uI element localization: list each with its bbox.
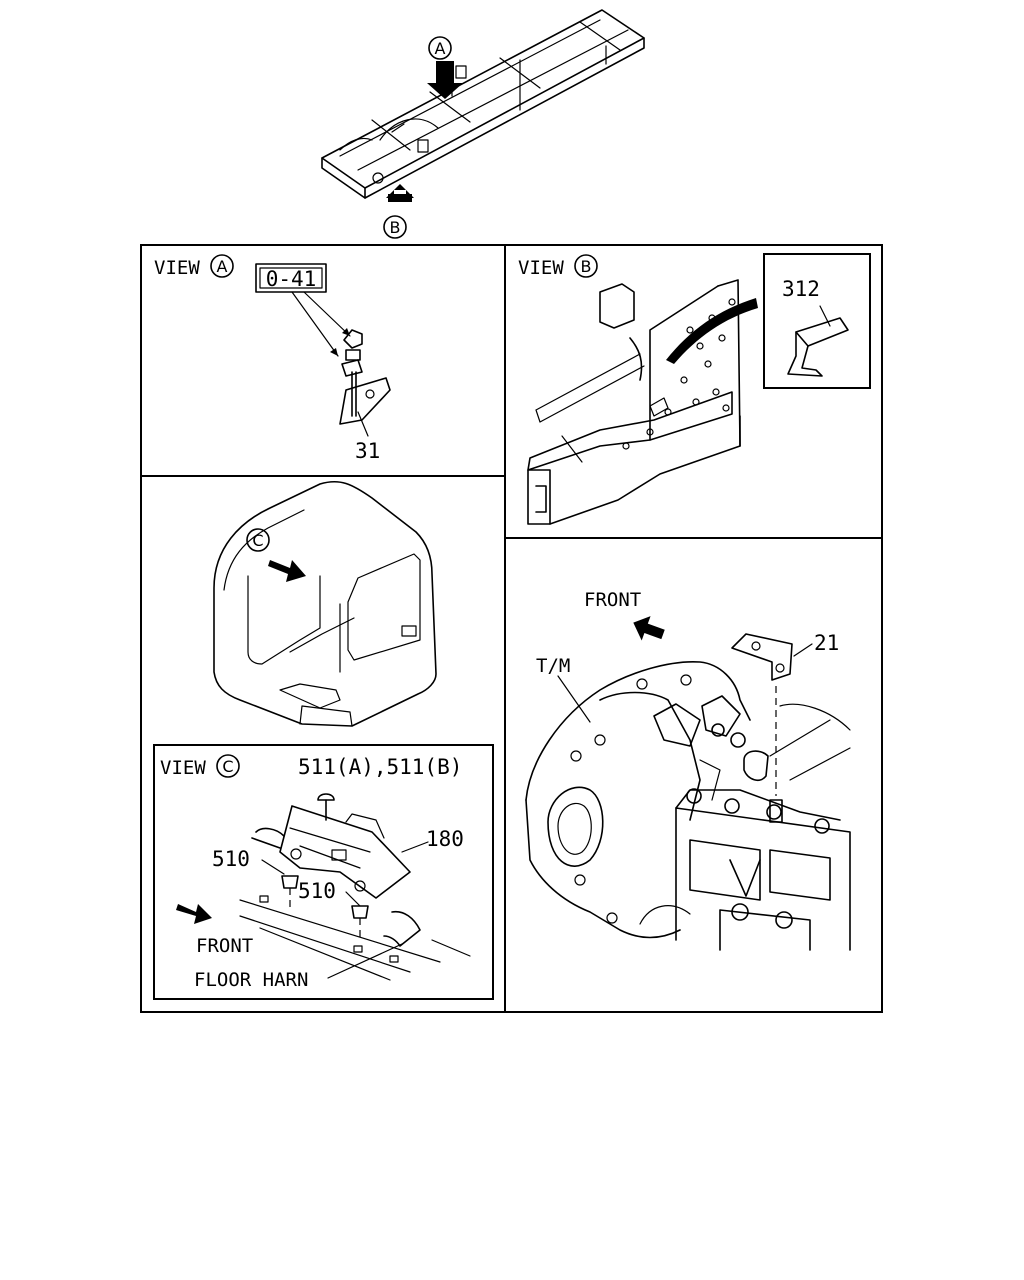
svg-text:B: B	[390, 218, 401, 237]
frame-rail-b	[527, 279, 741, 525]
view-a-callout: A	[428, 36, 452, 60]
view-b-callout: B	[383, 215, 407, 239]
bracket-312	[787, 317, 849, 377]
svg-text:A: A	[435, 39, 446, 58]
detail-box-312	[763, 253, 871, 389]
view-c-title: VIEW	[160, 757, 206, 779]
front-arrow-c	[176, 904, 212, 924]
transmission-panel: FRONT T/M 21	[525, 589, 851, 951]
bracket-21	[731, 633, 793, 796]
view-c-callout: C	[246, 528, 270, 552]
part-510-right-label: 510	[298, 879, 336, 903]
front-label-tm: FRONT	[584, 589, 641, 611]
part-511-label: 511(A),511(B)	[298, 755, 462, 779]
view-a-title-marker: A	[210, 254, 234, 278]
part-510-left-label: 510	[212, 847, 250, 871]
panel-grid	[140, 244, 883, 1013]
svg-text:C: C	[252, 531, 263, 550]
floor-harn-label: FLOOR HARN	[194, 969, 308, 991]
floor-panel-c	[239, 895, 471, 981]
view-b-title: VIEW	[518, 257, 564, 279]
front-label-c: FRONT	[196, 935, 253, 957]
ref-box-0-41	[255, 263, 327, 293]
svg-text:B: B	[581, 257, 592, 276]
part-180-label: 180	[426, 827, 464, 851]
cab-illustration: C	[213, 480, 437, 727]
clip-510-right	[351, 905, 369, 942]
view-a-panel: VIEW A 0-41 31	[154, 254, 391, 463]
ref-box-label: 0-41	[266, 267, 317, 291]
tm-label: T/M	[536, 655, 570, 677]
view-c-panel: VIEW C 511(A),511(B) 180 510 510	[153, 744, 494, 1000]
view-c-direction-arrow	[268, 560, 306, 582]
front-arrow-tm	[633, 616, 665, 641]
engine-block	[675, 703, 851, 951]
view-b-panel: VIEW B 312	[518, 253, 871, 525]
svg-text:C: C	[222, 757, 233, 776]
harness-clip-31	[339, 329, 391, 425]
harness-bracket-180	[251, 805, 411, 899]
view-a-direction-arrow	[427, 61, 463, 99]
view-b-title-marker: B	[574, 254, 598, 278]
clip-510-left	[281, 875, 299, 912]
part-312-label: 312	[782, 277, 820, 301]
screw-511	[317, 793, 335, 821]
view-b-direction-arrow	[386, 184, 414, 202]
chassis-frame-illustration	[321, 9, 645, 199]
part-31-label: 31	[355, 439, 380, 463]
svg-text:A: A	[217, 257, 228, 276]
view-a-title: VIEW	[154, 257, 200, 279]
view-c-title-marker: C	[216, 754, 240, 778]
part-21-label: 21	[814, 631, 839, 655]
transmission-housing	[525, 660, 751, 939]
